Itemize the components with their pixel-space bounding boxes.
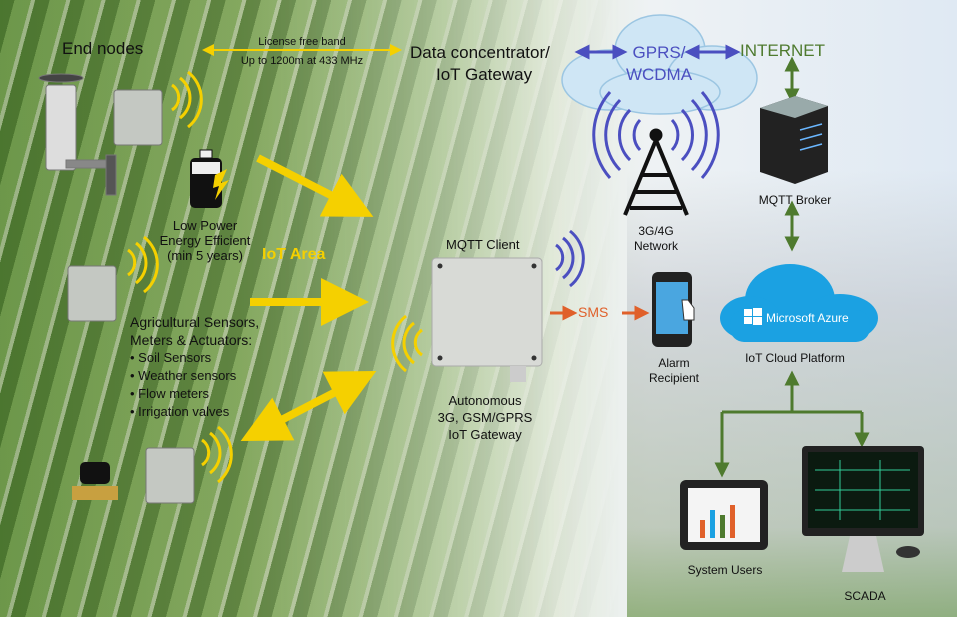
sms-label: SMS: [578, 304, 609, 320]
server-icon: [760, 96, 828, 184]
azure-logo-text: Microsoft Azure: [766, 311, 849, 325]
cell-tower-icon: [592, 91, 720, 216]
sensors-item: • Weather sensors: [130, 368, 237, 383]
tower-line1: 3G/4G: [638, 224, 674, 238]
iot-cloud-platform-label: IoT Cloud Platform: [745, 351, 845, 365]
tower-line2: Network: [633, 239, 678, 253]
gateway-caption: Autonomous 3G, GSM/GPRS IoT Gateway: [420, 392, 550, 443]
smartphone-icon: [652, 272, 695, 347]
sensors-title1: Agricultural Sensors,: [130, 314, 260, 330]
azure-cloud: [720, 264, 878, 342]
end-node-waves: [127, 70, 423, 484]
gprs-cloud: [561, 14, 758, 115]
weather-station-icon: [38, 73, 117, 196]
scada-label: SCADA: [844, 589, 886, 603]
concentrator-line1: Data concentrator/: [410, 43, 550, 62]
tower-caption: 3G/4G Network: [620, 224, 692, 254]
sensors-list: Agricultural Sensors, Meters & Actuators…: [130, 313, 259, 421]
scada-monitor-icon: [802, 446, 924, 572]
arrow-node1-gateway: [256, 154, 374, 217]
gateway-box-icon: [431, 257, 543, 382]
concentrator-label: Data concentrator/ IoT Gateway: [410, 42, 550, 86]
solenoid-valve-icon: [72, 462, 118, 500]
gprs-line2: WCDMA: [625, 65, 693, 84]
sensors-title2: Meters & Actuators:: [130, 332, 253, 348]
arrow-node3-gateway: [240, 370, 377, 442]
gateway-line2: 3G, GSM/GPRS: [437, 410, 533, 425]
alarm-caption: Alarm Recipient: [634, 356, 714, 386]
azure-distribution-arrows: [714, 370, 870, 478]
mqtt-broker-label: MQTT Broker: [758, 193, 832, 207]
sensors-item: • Irrigation valves: [130, 404, 230, 419]
gateway-line1: Autonomous: [448, 393, 522, 408]
end-node-boxes: [67, 89, 195, 504]
mqtt-client-label: MQTT Client: [446, 237, 520, 252]
band-label-line1: License free band: [258, 36, 346, 48]
power-line2: Energy Efficient: [159, 233, 251, 248]
internet-label: INTERNET: [740, 41, 825, 60]
concentrator-line2: IoT Gateway: [436, 65, 533, 84]
end-nodes-label: End nodes: [62, 39, 144, 58]
gprs-label: GPRS/ WCDMA: [614, 42, 704, 86]
sensors-item: • Flow meters: [130, 386, 209, 401]
windows-logo-icon: [744, 308, 762, 325]
alarm-line2: Recipient: [648, 371, 700, 385]
power-line1: Low Power: [172, 218, 238, 233]
band-label-line2: Up to 1200m at 433 MHz: [240, 55, 364, 67]
gateway-line3: IoT Gateway: [448, 427, 522, 442]
gateway-wireless-waves: [555, 229, 585, 288]
battery-icon: [190, 149, 229, 208]
power-line3: (min 5 years): [167, 248, 243, 263]
tablet-icon: [680, 480, 768, 550]
system-users-label: System Users: [687, 563, 763, 577]
alarm-line1: Alarm: [658, 356, 690, 370]
low-power-label: Low Power Energy Efficient (min 5 years): [150, 218, 260, 263]
iot-area-label: IoT Area: [262, 246, 326, 263]
sensors-item: • Soil Sensors: [130, 350, 212, 365]
gprs-line1: GPRS/: [632, 43, 686, 62]
